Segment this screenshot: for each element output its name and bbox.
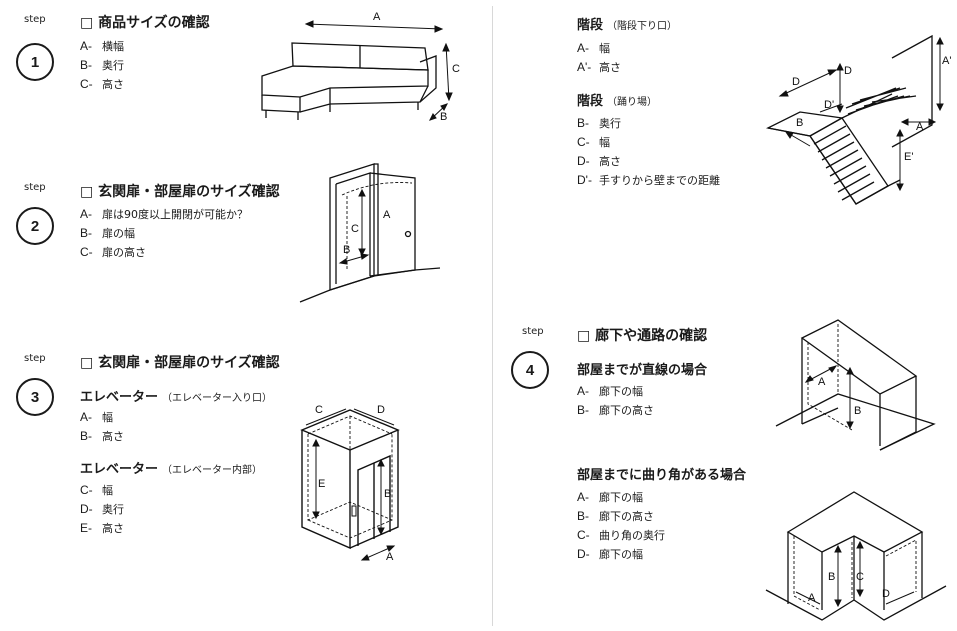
- step-number-badge: 2: [16, 207, 54, 245]
- stairs-entrance-heading: 階段（階段下り口）: [577, 18, 678, 33]
- list-item: B-扉の幅: [80, 226, 135, 240]
- dim-label-b: B: [828, 571, 835, 583]
- straight-corridor-heading: 部屋までが直線の場合: [577, 363, 708, 378]
- list-item: E-高さ: [80, 521, 124, 535]
- step-4-title: □ 廊下や通路の確認: [577, 328, 708, 344]
- step-number-badge: 3: [16, 378, 54, 416]
- list-item: D-奥行: [80, 502, 124, 516]
- list-item: A'-高さ: [577, 60, 621, 74]
- elevator-entrance-heading: エレベーター（エレベーター入り口）: [80, 390, 273, 405]
- dim-label-d: D: [844, 65, 852, 77]
- list-item: A-幅: [577, 41, 610, 55]
- list-item: D'-手すりから壁までの距離: [577, 173, 720, 187]
- list-item: C-幅: [80, 483, 113, 497]
- step-1-items: A-横幅 B-奥行 C-高さ: [80, 37, 124, 94]
- dim-label-a: A: [386, 551, 394, 563]
- corner-corridor-heading: 部屋までに曲り角がある場合: [577, 468, 747, 483]
- dim-label-a: A: [373, 11, 381, 23]
- list-item: C-高さ: [80, 77, 124, 91]
- dim-label-b: B: [440, 111, 447, 123]
- dim-label-d: D: [882, 588, 890, 600]
- list-item: D-高さ: [577, 154, 621, 168]
- list-item: B-廊下の高さ: [577, 403, 654, 417]
- dim-label-b: B: [343, 244, 350, 256]
- step-number-badge: 1: [16, 43, 54, 81]
- step-1-title: □ 商品サイズの確認: [80, 15, 210, 31]
- list-item: A-扉は90度以上開閉が可能か？: [80, 207, 248, 221]
- dim-label-d: D: [377, 404, 385, 416]
- list-item: B-奥行: [577, 116, 621, 130]
- dim-label-b: B: [796, 117, 803, 129]
- step-3-title: □ 玄関扉・部屋扉のサイズ確認: [80, 355, 280, 371]
- dim-label-a: A: [818, 376, 826, 388]
- dim-label-a: A: [808, 592, 816, 604]
- list-item: D-廊下の幅: [577, 547, 643, 561]
- dim-label-c: C: [856, 571, 864, 583]
- dim-label-c: C: [452, 63, 460, 75]
- list-item: C-曲り角の奥行: [577, 528, 665, 542]
- dim-label-e-prime: E': [904, 151, 913, 163]
- step-3-items-entrance: A-幅 B-高さ: [80, 408, 124, 446]
- list-item: C-幅: [577, 135, 610, 149]
- step-number-badge: 4: [511, 351, 549, 389]
- list-item: B-奥行: [80, 58, 124, 72]
- stairs-landing-heading: 階段（踊り場）: [577, 94, 658, 109]
- step-3-items-interior: C-幅 D-奥行 E-高さ: [80, 481, 124, 538]
- column-divider: [492, 6, 493, 626]
- list-item: A-横幅: [80, 39, 124, 53]
- step-2-title: □ 玄関扉・部屋扉のサイズ確認: [80, 184, 280, 200]
- straight-corridor-items: A-廊下の幅 B-廊下の高さ: [577, 382, 654, 420]
- dim-label-a: A: [916, 121, 924, 133]
- dim-label-c: C: [315, 404, 323, 416]
- step-label: step: [24, 182, 46, 193]
- dim-label-b: B: [384, 488, 391, 500]
- dim-label-d-prime: D': [824, 99, 834, 111]
- dim-label-b: B: [854, 405, 861, 417]
- step-label: step: [24, 353, 46, 364]
- dim-label-a: A: [383, 209, 391, 221]
- dim-label-c: C: [351, 223, 359, 235]
- step-label: step: [24, 14, 46, 25]
- elevator-interior-heading: エレベーター（エレベーター内部）: [80, 462, 263, 477]
- stairs-entrance-items: A-幅 A'-高さ: [577, 39, 621, 77]
- step-label: step: [522, 326, 544, 337]
- dim-label-a-prime: A': [942, 55, 951, 67]
- list-item: C-扉の高さ: [80, 245, 146, 259]
- list-item: B-廊下の高さ: [577, 509, 654, 523]
- list-item: A-幅: [80, 410, 113, 424]
- step-2-items: A-扉は90度以上開閉が可能か？ B-扉の幅 C-扉の高さ: [80, 205, 248, 262]
- dim-label-c: D: [792, 76, 800, 88]
- corner-corridor-items: A-廊下の幅 B-廊下の高さ C-曲り角の奥行 D-廊下の幅: [577, 488, 665, 564]
- stairs-landing-items: B-奥行 C-幅 D-高さ D'-手すりから壁までの距離: [577, 114, 720, 190]
- list-item: B-高さ: [80, 429, 124, 443]
- dim-label-e: E: [318, 478, 325, 490]
- list-item: A-廊下の幅: [577, 490, 643, 504]
- list-item: A-廊下の幅: [577, 384, 643, 398]
